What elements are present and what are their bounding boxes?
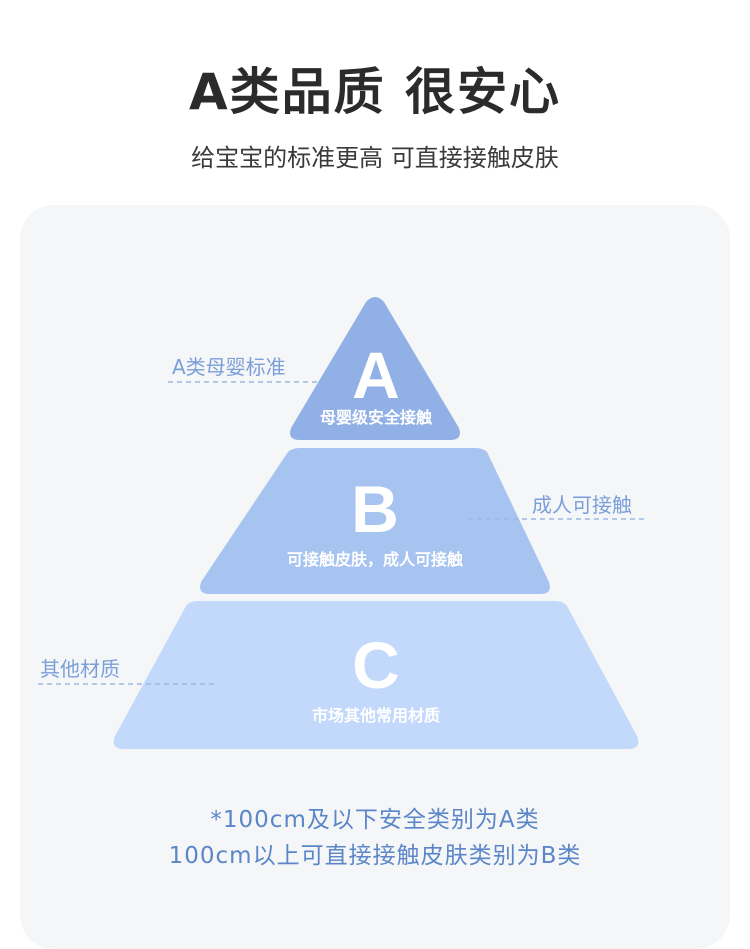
footnote-line-2: 100cm以上可直接接触皮肤类别为B类 bbox=[168, 843, 582, 869]
tier-c-letter: C bbox=[352, 628, 400, 702]
tier-c-shape bbox=[113, 601, 639, 749]
tier-c-caption: 市场其他常用材质 bbox=[312, 706, 440, 725]
tier-c-side-label: 其他材质 bbox=[40, 657, 120, 681]
tier-b-caption: 可接触皮肤，成人可接触 bbox=[287, 550, 463, 569]
tier-a-caption: 母婴级安全接触 bbox=[320, 408, 432, 427]
page-title: A类品质 很安心 bbox=[188, 63, 562, 121]
tier-a-shape bbox=[290, 297, 460, 440]
tier-b-shape bbox=[200, 448, 550, 594]
page-subtitle: 给宝宝的标准更高 可直接接触皮肤 bbox=[191, 144, 559, 172]
tier-a-side-label: A类母婴标准 bbox=[172, 355, 286, 379]
footnote-line-1: *100cm及以下安全类别为A类 bbox=[210, 807, 540, 833]
tier-b-letter: B bbox=[351, 472, 399, 546]
tier-a-letter: A bbox=[352, 338, 400, 412]
tier-b-side-label: 成人可接触 bbox=[532, 493, 632, 517]
